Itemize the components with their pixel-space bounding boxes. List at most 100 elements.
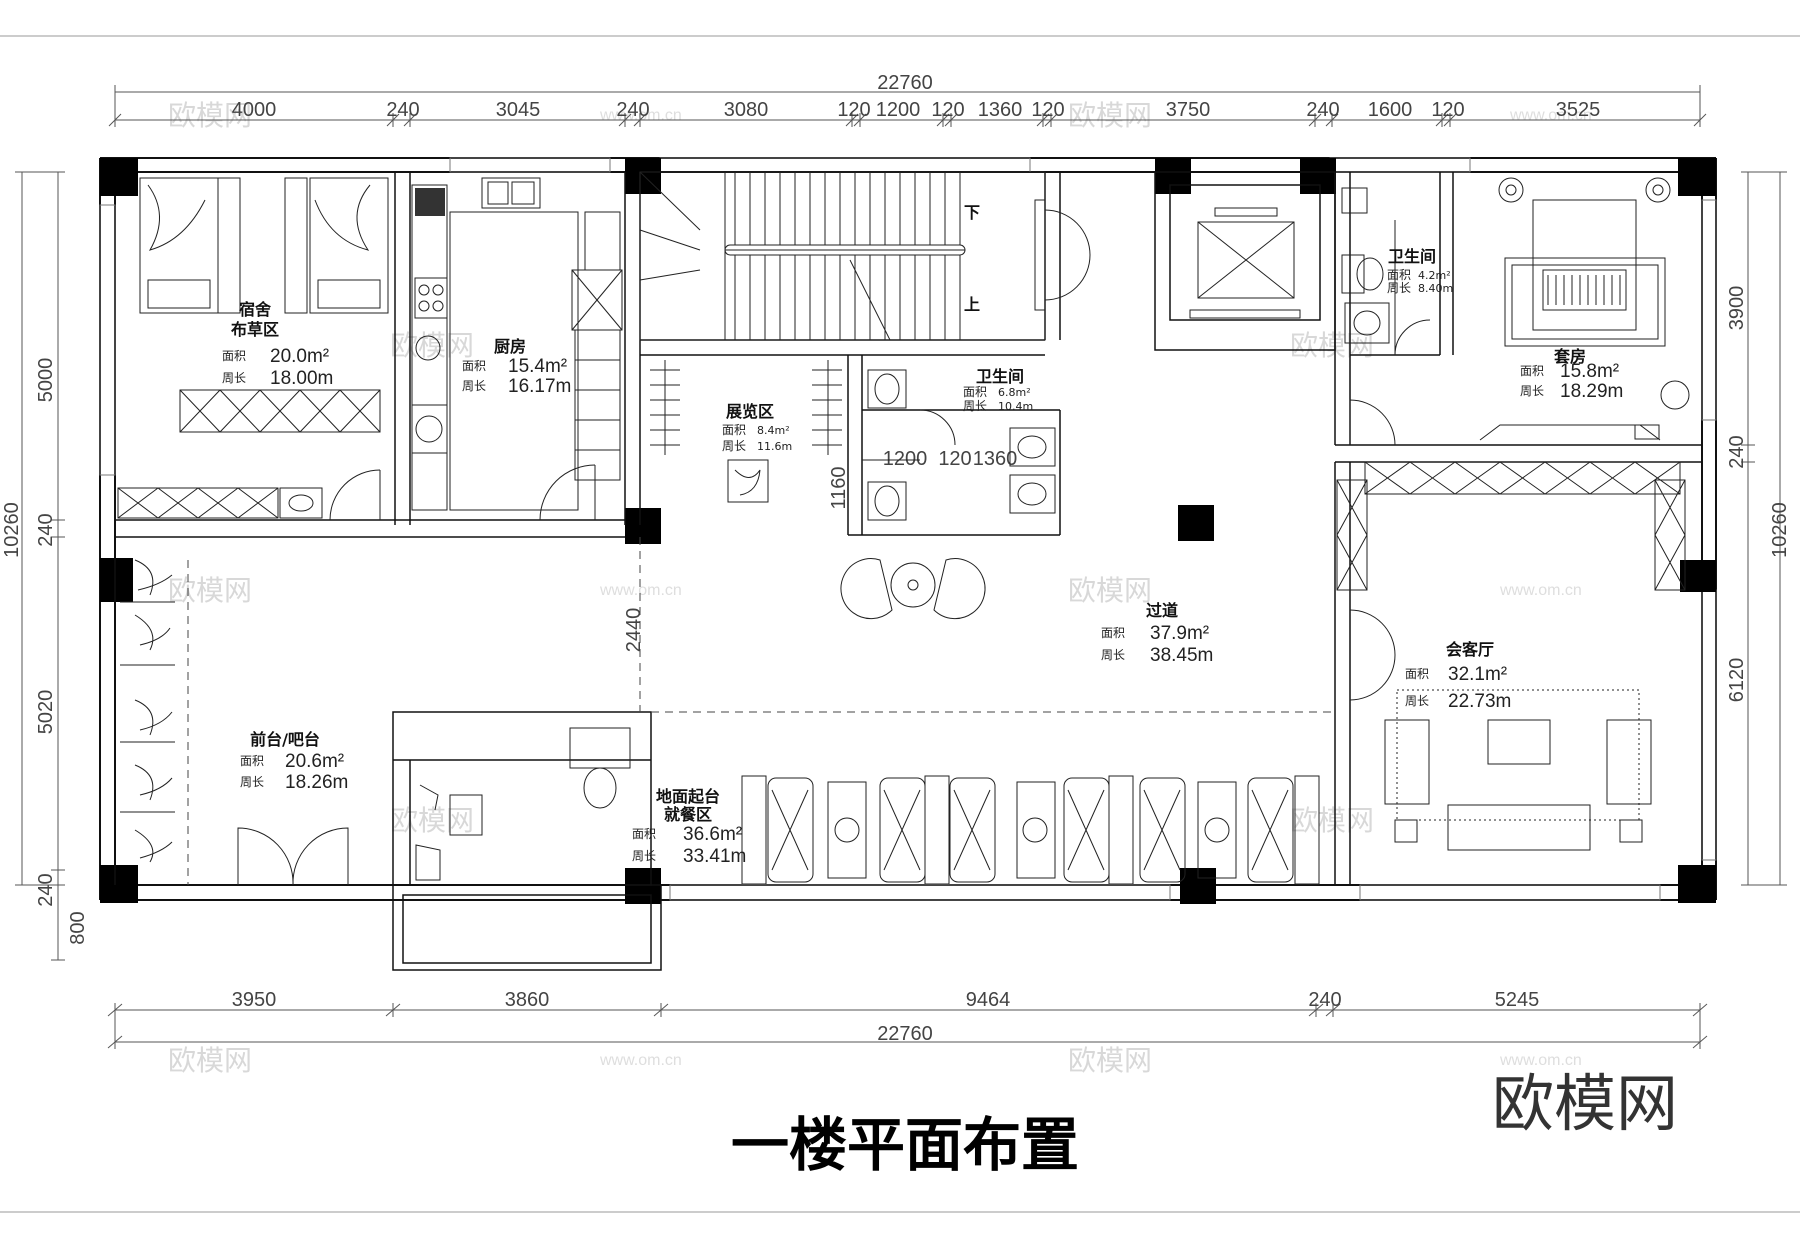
dim-bottom: 9464: [966, 989, 1011, 1011]
dim-top: 120: [931, 99, 964, 121]
exhibition-racks: [650, 360, 842, 503]
interior-walls: [114, 171, 1702, 971]
area-label: 面积: [1405, 667, 1429, 681]
room-area-suite: 15.8m²: [1560, 361, 1619, 382]
dim-top: 3045: [496, 99, 541, 121]
dim-top: 240: [1306, 99, 1339, 121]
room-area-exhibition: 8.4m²: [757, 424, 790, 437]
room-area-reception: 32.1m²: [1448, 664, 1507, 685]
room-name-kitchen: 厨房: [494, 337, 526, 356]
dim-inner: 1160: [828, 466, 850, 509]
watermark: 欧模网: [390, 329, 474, 362]
dim-left: 5000: [35, 358, 57, 403]
dim-left-total: 10260: [1, 502, 23, 558]
room-name-dining: 就餐区: [664, 805, 712, 824]
stair-down-label: 下: [964, 203, 980, 222]
watermark: 欧模网: [1068, 99, 1152, 132]
dorm-furniture: [117, 177, 389, 521]
room-perimeter-front-desk: 18.26m: [285, 772, 348, 793]
room-perimeter-kitchen: 16.17m: [508, 376, 571, 397]
room-perimeter-corridor: 38.45m: [1150, 645, 1213, 666]
bottom-dimensions: [107, 1003, 1708, 1049]
dim-top: 240: [386, 99, 419, 121]
room-name-dorm: 宿舍: [239, 300, 272, 319]
perimeter-label: 周长: [222, 371, 246, 385]
area-label: 面积: [462, 359, 486, 373]
watermark: 欧模网: [1290, 804, 1374, 837]
dim-top: 1200: [876, 99, 921, 121]
area-label: 面积: [722, 423, 746, 437]
perimeter-label: 周长: [1387, 281, 1411, 295]
room-perimeter-wc-center: 10.4m: [998, 400, 1033, 413]
dim-top: 240: [616, 99, 649, 121]
perimeter-label: 周长: [632, 849, 656, 863]
room-area-corridor: 37.9m²: [1150, 623, 1209, 644]
area-label: 面积: [222, 349, 246, 363]
dim-inner: 1360: [973, 448, 1018, 470]
staircase: [639, 171, 1046, 341]
area-label: 面积: [1101, 626, 1125, 640]
reception-furniture: [1336, 461, 1686, 851]
dim-left: 5020: [35, 690, 57, 735]
room-name-linen: 布草区: [231, 320, 279, 339]
dim-top-total: 22760: [877, 72, 933, 94]
room-area-wc-center: 6.8m²: [998, 386, 1031, 399]
double-door-icon: [1034, 199, 1091, 311]
room-name-suite: 套房: [1553, 347, 1586, 366]
dim-bottom: 3860: [505, 989, 550, 1011]
watermark-url: www.om.cn: [599, 582, 682, 599]
dim-bottom-total: 22760: [877, 1023, 933, 1045]
corridor-lounge-chairs: [840, 558, 986, 620]
perimeter-label: 周长: [1101, 648, 1125, 662]
area-label: 面积: [240, 754, 264, 768]
front-desk-chairs: [120, 559, 631, 886]
room-name-reception: 会客厅: [1446, 640, 1494, 659]
dim-top: 1600: [1368, 99, 1413, 121]
dim-bottom: 3950: [232, 989, 277, 1011]
perimeter-label: 周长: [462, 379, 486, 393]
perimeter-label: 周长: [722, 439, 746, 453]
watermark: 欧模网: [1068, 1044, 1152, 1077]
watermark: 欧模网: [1290, 329, 1374, 362]
watermark: 欧模网: [168, 99, 252, 132]
dim-top: 120: [1031, 99, 1064, 121]
dim-bottom: 5245: [1495, 989, 1540, 1011]
room-name-exhibition: 展览区: [726, 402, 774, 421]
watermark-url: www.om.cn: [1499, 1052, 1582, 1069]
room-area-wc-right: 4.2m²: [1418, 269, 1451, 282]
dim-right: 3900: [1726, 286, 1748, 331]
perimeter-label: 周长: [1405, 694, 1429, 708]
stair-up-label: 上: [964, 295, 980, 314]
dim-inner: 120: [938, 448, 971, 470]
perimeter-label: 周长: [240, 775, 264, 789]
zone-boundaries: [187, 537, 1335, 885]
watermark: 欧模网: [168, 1044, 252, 1077]
dim-top: 3525: [1556, 99, 1601, 121]
room-perimeter-dining: 33.41m: [683, 846, 746, 867]
area-label: 面积: [963, 385, 987, 399]
dim-inner: 2440: [623, 608, 645, 653]
dining-booths: [741, 775, 1320, 885]
room-area-dining: 36.6m²: [683, 824, 742, 845]
drawing-title: 一楼平面布置: [731, 1111, 1079, 1179]
watermark: 欧模网: [1068, 574, 1152, 607]
room-perimeter-reception: 22.73m: [1448, 691, 1511, 712]
dim-left: 240: [35, 873, 57, 906]
dim-bottom: 240: [1308, 989, 1341, 1011]
room-name-corridor: 过道: [1146, 601, 1178, 620]
suite-furniture: [1349, 177, 1690, 446]
room-area-kitchen: 15.4m²: [508, 356, 567, 377]
kitchen-stove-icon: [415, 188, 445, 216]
kitchen-furniture: [411, 177, 623, 521]
dim-top: 3080: [724, 99, 769, 121]
dim-left: 800: [67, 911, 89, 944]
room-perimeter-suite: 18.29m: [1560, 381, 1623, 402]
watermark: 欧模网: [390, 804, 474, 837]
right-dimensions: [1741, 171, 1787, 886]
room-name-wc-center: 卫生间: [976, 367, 1024, 386]
dim-right-total: 10260: [1769, 502, 1791, 558]
dim-top: 3750: [1166, 99, 1211, 121]
room-name-raised-floor: 地面起台: [656, 787, 720, 806]
watermark-url: www.om.cn: [1499, 582, 1582, 599]
